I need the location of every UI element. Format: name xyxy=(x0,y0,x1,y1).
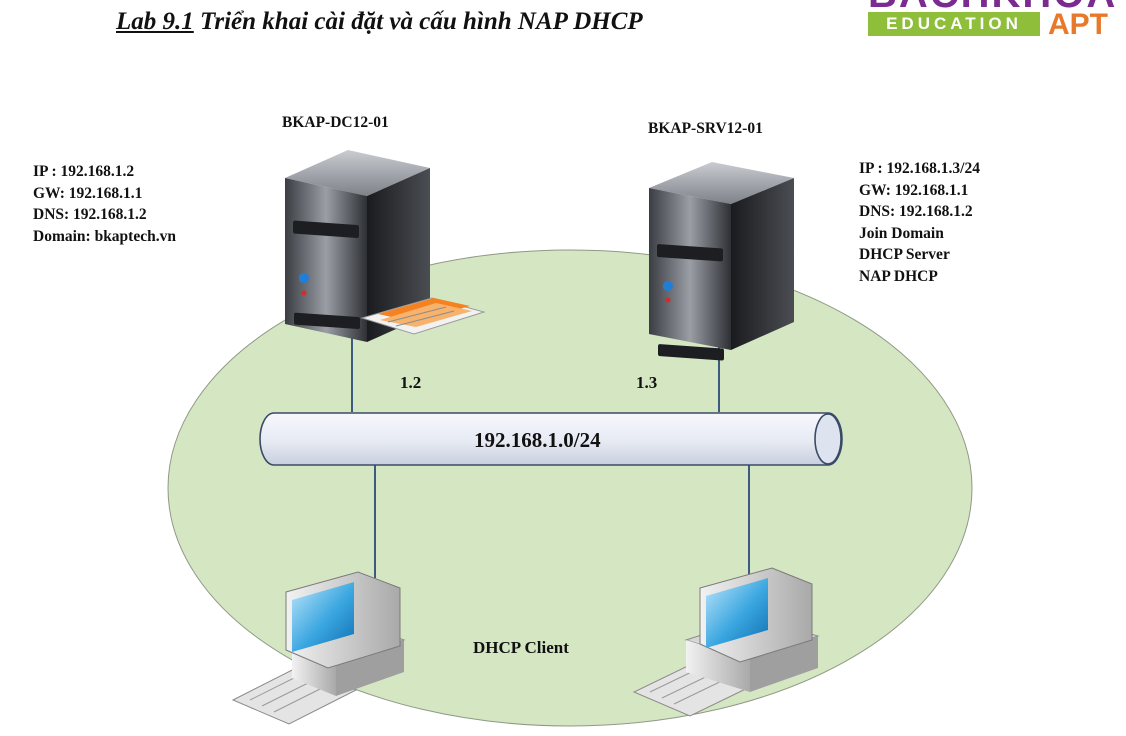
link-label-dc: 1.2 xyxy=(400,373,422,392)
server-srv-info-dns: DNS: 192.168.1.2 xyxy=(859,203,973,220)
server-srv-info: IP : 192.168.1.3/24 GW: 192.168.1.1 DNS:… xyxy=(859,158,980,287)
dhcp-client-label: DHCP Client xyxy=(473,638,569,657)
server-dc-icon xyxy=(285,150,486,342)
page-title: Lab 9.1 Triển khai cài đặt và cấu hình N… xyxy=(116,8,643,36)
server-srv-icon xyxy=(649,162,794,361)
lab-title-text: Triển khai cài đặt và cấu hình NAP DHCP xyxy=(193,8,643,35)
lab-number: Lab 9.1 xyxy=(116,8,194,35)
client-pc-left-icon xyxy=(231,571,406,725)
server-srv-info-gw: GW: 192.168.1.1 xyxy=(859,181,969,199)
server-dc-name: BKAP-DC12-01 xyxy=(282,114,389,131)
server-srv-info-dhcp: DHCP Server xyxy=(859,246,950,263)
server-dc-info-domain: Domain: bkaptech.vn xyxy=(33,227,176,245)
logo-band-text: EDUCATION xyxy=(868,12,1040,36)
network-label: 192.168.1.0/24 xyxy=(474,428,601,452)
server-srv-info-nap: NAP DHCP xyxy=(859,267,938,285)
logo: BACHKHOA EDUCATION APT xyxy=(868,0,1126,38)
logo-apt-text: APT xyxy=(1048,8,1108,38)
link-label-srv: 1.3 xyxy=(636,373,658,392)
server-dc-info-gw: GW: 192.168.1.1 xyxy=(33,184,143,202)
server-srv-name: BKAP-SRV12-01 xyxy=(648,120,763,137)
network-pipe xyxy=(259,412,843,466)
server-dc-info-dns: DNS: 192.168.1.2 xyxy=(33,206,147,223)
client-pc-right-icon xyxy=(632,567,820,717)
server-dc-info-ip: IP : 192.168.1.2 xyxy=(33,163,135,180)
server-srv-info-join: Join Domain xyxy=(859,224,944,242)
server-srv-info-ip: IP : 192.168.1.3/24 xyxy=(859,160,980,177)
server-dc-info: IP : 192.168.1.2 GW: 192.168.1.1 DNS: 19… xyxy=(33,161,176,247)
